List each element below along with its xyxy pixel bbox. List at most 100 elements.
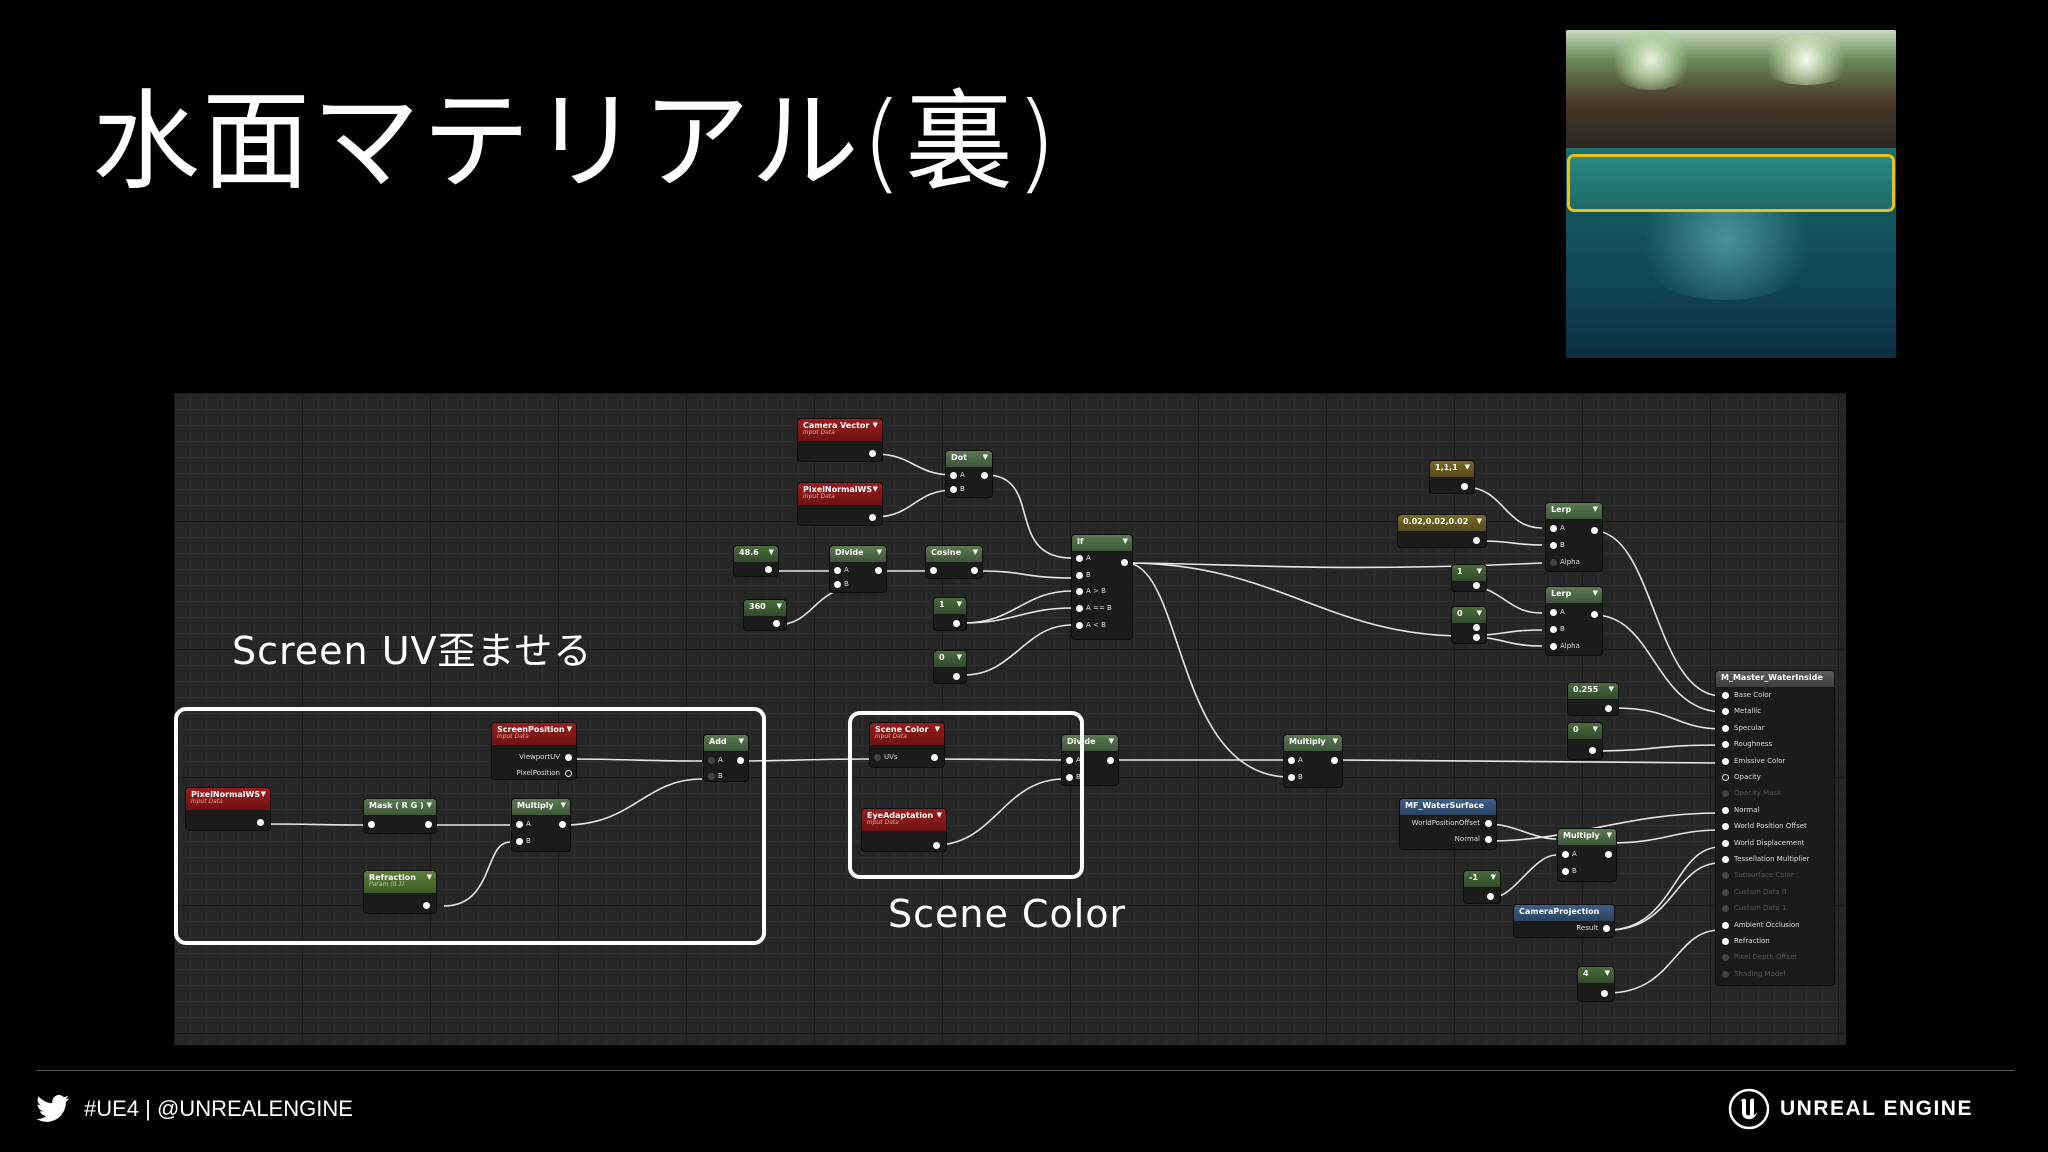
output-pin[interactable] [1473,624,1480,631]
master-input-pin[interactable] [1722,888,1729,896]
output-pin[interactable] [1591,611,1598,618]
output-pin[interactable] [1107,757,1114,764]
input-pin-b[interactable] [1550,626,1557,633]
master-input-pin[interactable] [1722,954,1729,962]
chevron-down-icon[interactable]: ▼ [566,725,572,733]
output-pin[interactable] [1473,537,1480,544]
master-input-pin[interactable] [1722,839,1729,847]
input-pin-a[interactable] [1076,555,1083,562]
chevron-down-icon[interactable]: ▼ [1476,609,1482,617]
node-camera-projection[interactable]: CameraProjection Result [1514,905,1614,937]
input-pin-a[interactable] [1550,525,1557,532]
input-pin-b[interactable] [1066,774,1073,781]
output-pin[interactable] [875,567,882,574]
chevron-down-icon[interactable]: ▼ [1606,831,1612,839]
node-multiply[interactable]: Multiply▼ A B [1284,735,1342,787]
output-pin[interactable] [1487,893,1494,900]
input-pin-b[interactable] [834,581,841,588]
node-constant-360[interactable]: 360▼ [744,600,786,630]
master-input-pin[interactable] [1722,724,1729,732]
output-pin-viewport-uv[interactable] [565,754,572,761]
input-pin-alpha[interactable] [1550,559,1557,566]
output-pin[interactable] [1473,582,1480,589]
output-pin[interactable] [953,620,960,627]
chevron-down-icon[interactable]: ▼ [560,801,566,809]
chevron-down-icon[interactable]: ▼ [1122,537,1128,545]
chevron-down-icon[interactable]: ▼ [1464,463,1470,471]
node-constant-1[interactable]: 1▼ [1452,565,1486,591]
output-pin[interactable] [1473,634,1480,641]
output-pin[interactable] [971,567,978,574]
node-constant-0-02[interactable]: 0.02,0.02,0.02▼ [1398,515,1486,547]
chevron-down-icon[interactable]: ▼ [956,653,962,661]
node-constant-1[interactable]: 1▼ [934,598,966,630]
master-input-pin[interactable] [1722,692,1729,699]
node-constant-1-1-1[interactable]: 1,1,1▼ [1430,461,1474,493]
output-pin[interactable] [423,902,430,909]
chevron-down-icon[interactable]: ▼ [776,602,782,610]
chevron-down-icon[interactable]: ▼ [1332,737,1338,745]
input-pin[interactable] [368,821,375,828]
node-constant-0[interactable]: 0▼ [1452,607,1486,643]
node-mf-water-surface[interactable]: MF_WaterSurface WorldPositionOffset Norm… [1400,799,1496,849]
input-pin-a[interactable] [516,821,523,828]
master-input-pin[interactable] [1722,806,1729,814]
input-pin-a[interactable] [1066,757,1073,764]
input-pin-a[interactable] [708,757,715,764]
chevron-down-icon[interactable]: ▼ [934,725,940,733]
output-pin[interactable] [1605,705,1612,712]
chevron-down-icon[interactable]: ▼ [1476,517,1482,525]
chevron-down-icon[interactable]: ▼ [1592,505,1598,513]
node-constant-48-6[interactable]: 48.6▼ [734,546,778,576]
output-pin[interactable] [1605,851,1612,858]
input-pin-alpha[interactable] [1550,643,1557,650]
node-dot[interactable]: Dot▼ A B [946,451,992,497]
master-input-pin[interactable] [1722,938,1729,945]
output-pin[interactable] [1331,757,1338,764]
output-pin[interactable] [931,754,938,761]
output-pin[interactable] [773,620,780,627]
chevron-down-icon[interactable]: ▼ [1108,737,1114,745]
node-cosine[interactable]: Cosine▼ [926,546,982,578]
chevron-down-icon[interactable]: ▼ [738,737,744,745]
output-pin[interactable] [869,450,876,457]
master-input-pin[interactable] [1722,872,1729,880]
node-mask-rg[interactable]: Mask ( R G )▼ [364,799,436,833]
chevron-down-icon[interactable]: ▼ [876,548,882,556]
chevron-down-icon[interactable]: ▼ [260,790,266,798]
input-pin-a-eq-b[interactable] [1076,605,1083,612]
master-input-pin[interactable] [1722,790,1729,798]
chevron-down-icon[interactable]: ▼ [982,453,988,461]
node-add[interactable]: Add▼ A B [704,735,748,781]
master-input-pin[interactable] [1722,708,1729,716]
chevron-down-icon[interactable]: ▼ [1604,969,1610,977]
output-pin[interactable] [933,842,940,849]
chevron-down-icon[interactable]: ▼ [768,548,774,556]
master-input-pin[interactable] [1722,741,1729,749]
master-input-pin[interactable] [1722,856,1729,863]
master-input-pin[interactable] [1722,905,1729,913]
master-input-pin[interactable] [1722,921,1729,929]
input-pin-b[interactable] [1562,868,1569,875]
chevron-down-icon[interactable]: ▼ [872,485,878,493]
output-pin[interactable] [1589,747,1596,754]
input-pin-a[interactable] [1562,851,1569,858]
input-pin-b[interactable] [516,838,523,845]
output-pin[interactable] [869,514,876,521]
output-pin[interactable] [1601,990,1608,997]
node-if[interactable]: If▼ A B A > B A == B A < B [1072,535,1132,639]
input-pin-a[interactable] [1288,757,1295,764]
input-pin[interactable] [930,567,937,574]
node-constant-0-255[interactable]: 0.255▼ [1568,683,1618,715]
output-pin[interactable] [765,566,772,573]
chevron-down-icon[interactable]: ▼ [426,873,432,881]
output-pin[interactable] [559,821,566,828]
master-input-pin[interactable] [1722,757,1729,765]
node-constant-0[interactable]: 0▼ [934,651,966,683]
